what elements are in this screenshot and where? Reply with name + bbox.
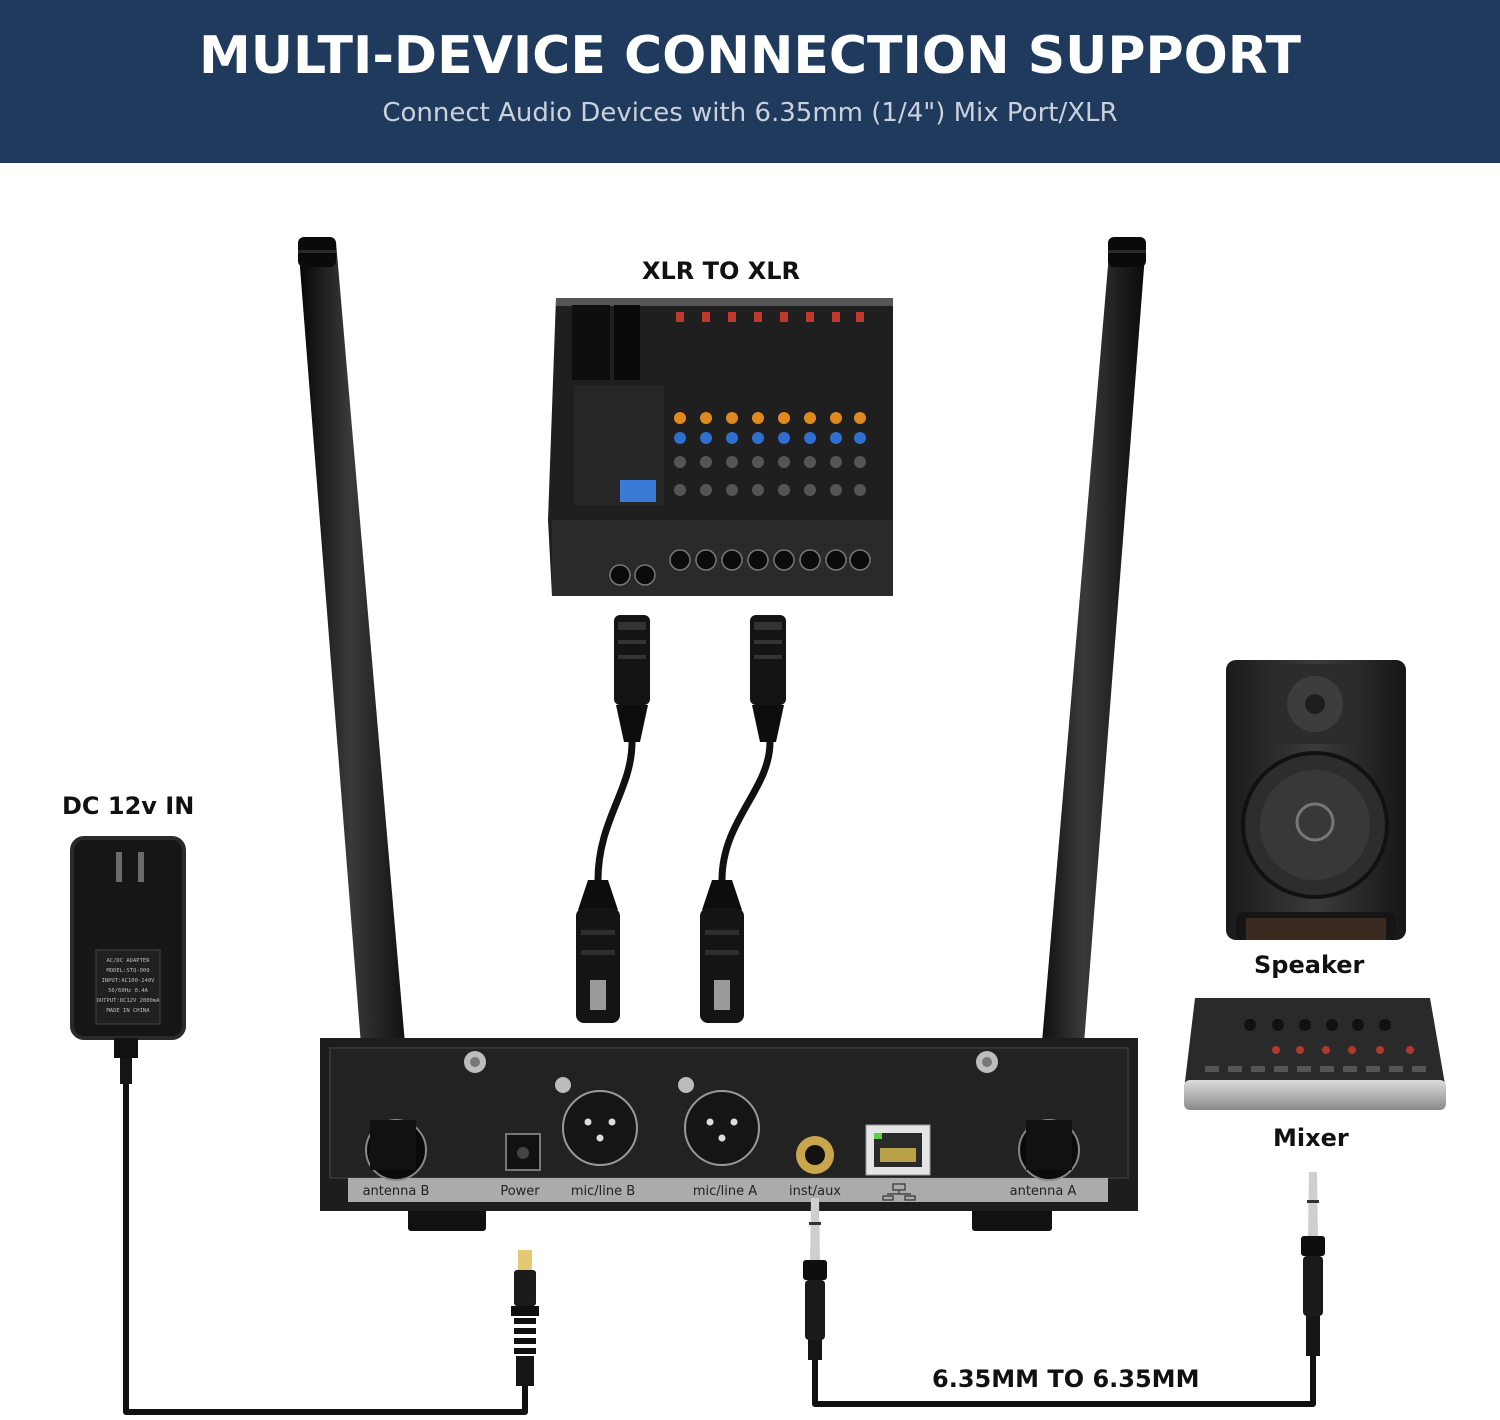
label-xlr-to-xlr: XLR TO XLR	[642, 257, 801, 285]
xlr-female-connector-right	[700, 880, 744, 1023]
jack-plug-left	[803, 1198, 827, 1360]
xlr-male-connector-left	[614, 615, 650, 742]
adapter-label-line: 50/60Hz 0.4A	[108, 988, 148, 994]
power-adapter: AC/DC ADAPTER MODEL:STQ-009INPUT:AC100-24…	[70, 836, 186, 1084]
jack-plug-right	[1301, 1172, 1325, 1356]
speaker	[1226, 660, 1406, 940]
dc-power-cable	[123, 1040, 528, 1415]
xlr-cables	[594, 738, 774, 884]
label-dc-12v-in: DC 12v IN	[62, 792, 195, 820]
antenna-a	[1032, 237, 1146, 1160]
xlr-male-connector-right	[750, 615, 786, 742]
port-label-power: Power	[500, 1184, 540, 1199]
network-icon	[882, 1183, 916, 1201]
adapter-label-line: OUTPUT:DC12V 2000mA	[97, 998, 161, 1004]
mixing-console	[548, 298, 893, 596]
page-subtitle: Connect Audio Devices with 6.35mm (1/4")…	[382, 98, 1118, 128]
adapter-label-line: INPUT:AC100-240V	[102, 978, 156, 984]
dc-barrel-plug	[511, 1250, 539, 1386]
receiver-unit: antenna B Power mic/line B mic/line A in…	[320, 1038, 1138, 1231]
port-label-mic-line-a: mic/line A	[693, 1184, 757, 1199]
page-title: MULTI-DEVICE CONNECTION SUPPORT	[199, 26, 1301, 86]
adapter-label-line: MADE IN CHINA	[106, 1008, 150, 1014]
label-jack-to-jack: 6.35MM TO 6.35MM	[932, 1365, 1200, 1393]
port-label-antenna-b: antenna B	[363, 1184, 430, 1199]
port-label-mic-line-b: mic/line B	[571, 1184, 635, 1199]
adapter-label-line: MODEL:STQ-009	[106, 968, 149, 974]
label-speaker: Speaker	[1254, 951, 1365, 979]
antenna-b	[298, 237, 415, 1160]
label-mixer: Mixer	[1273, 1124, 1349, 1152]
mixer-device	[1184, 998, 1446, 1110]
port-label-antenna-a: antenna A	[1010, 1184, 1077, 1199]
header-banner: MULTI-DEVICE CONNECTION SUPPORT Connect …	[0, 0, 1500, 163]
xlr-female-connector-left	[576, 880, 620, 1023]
jack-to-jack-cable	[812, 1355, 1316, 1407]
port-label-inst-aux: inst/aux	[789, 1184, 841, 1199]
adapter-label-line: AC/DC ADAPTER	[106, 958, 150, 964]
